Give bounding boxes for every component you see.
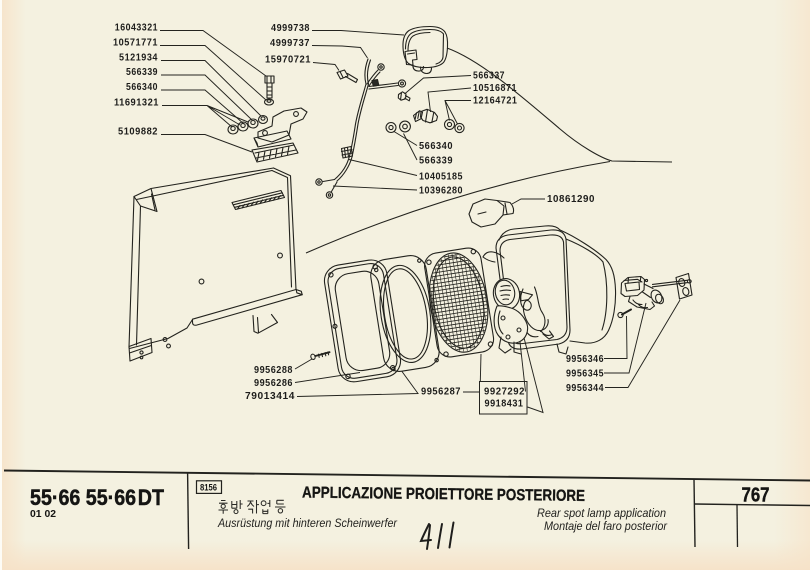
svg-text:4999738: 4999738 [271, 22, 310, 34]
svg-text:12164721: 12164721 [473, 95, 518, 107]
svg-text:79013414: 79013414 [245, 390, 295, 402]
svg-text:8156: 8156 [200, 483, 217, 493]
svg-text:9956346: 9956346 [566, 353, 604, 365]
svg-text:10405185: 10405185 [419, 171, 463, 183]
svg-text:10516871: 10516871 [473, 82, 517, 94]
svg-text:5109882: 5109882 [118, 126, 158, 138]
svg-text:9927292: 9927292 [484, 386, 525, 398]
svg-text:9956286: 9956286 [254, 377, 293, 389]
svg-text:01 02: 01 02 [30, 509, 56, 520]
svg-text:9956344: 9956344 [566, 382, 604, 394]
svg-text:4999737: 4999737 [270, 37, 310, 49]
svg-text:Ausrüstung mit hinteren Schein: Ausrüstung mit hinteren Scheinwerfer [217, 516, 398, 530]
svg-text:10861290: 10861290 [547, 193, 595, 205]
svg-text:11691321: 11691321 [114, 97, 159, 109]
svg-text:566340: 566340 [419, 140, 453, 152]
svg-text:10396280: 10396280 [419, 185, 463, 197]
svg-text:15970721: 15970721 [265, 54, 311, 66]
svg-text:9918431: 9918431 [485, 398, 524, 410]
svg-text:16043321: 16043321 [115, 22, 158, 34]
svg-text:55·66 55·66 DT: 55·66 55·66 DT [30, 485, 165, 510]
svg-text:566337: 566337 [473, 70, 505, 82]
svg-text:5121934: 5121934 [119, 52, 158, 64]
svg-text:566340: 566340 [126, 81, 158, 93]
svg-text:Montaje del faro posterior: Montaje del faro posterior [544, 519, 668, 533]
svg-text:566339: 566339 [419, 155, 453, 167]
svg-text:9956288: 9956288 [254, 364, 293, 376]
svg-text:10571771: 10571771 [113, 37, 158, 49]
svg-text:APPLICAZIONE PROIETTORE POSTER: APPLICAZIONE PROIETTORE POSTERIORE [302, 485, 585, 505]
svg-text:9956287: 9956287 [421, 386, 461, 398]
svg-text:Rear spot lamp application: Rear spot lamp application [537, 506, 666, 520]
svg-text:566339: 566339 [126, 66, 158, 78]
svg-text:767: 767 [742, 485, 770, 507]
svg-text:9956345: 9956345 [566, 368, 604, 380]
